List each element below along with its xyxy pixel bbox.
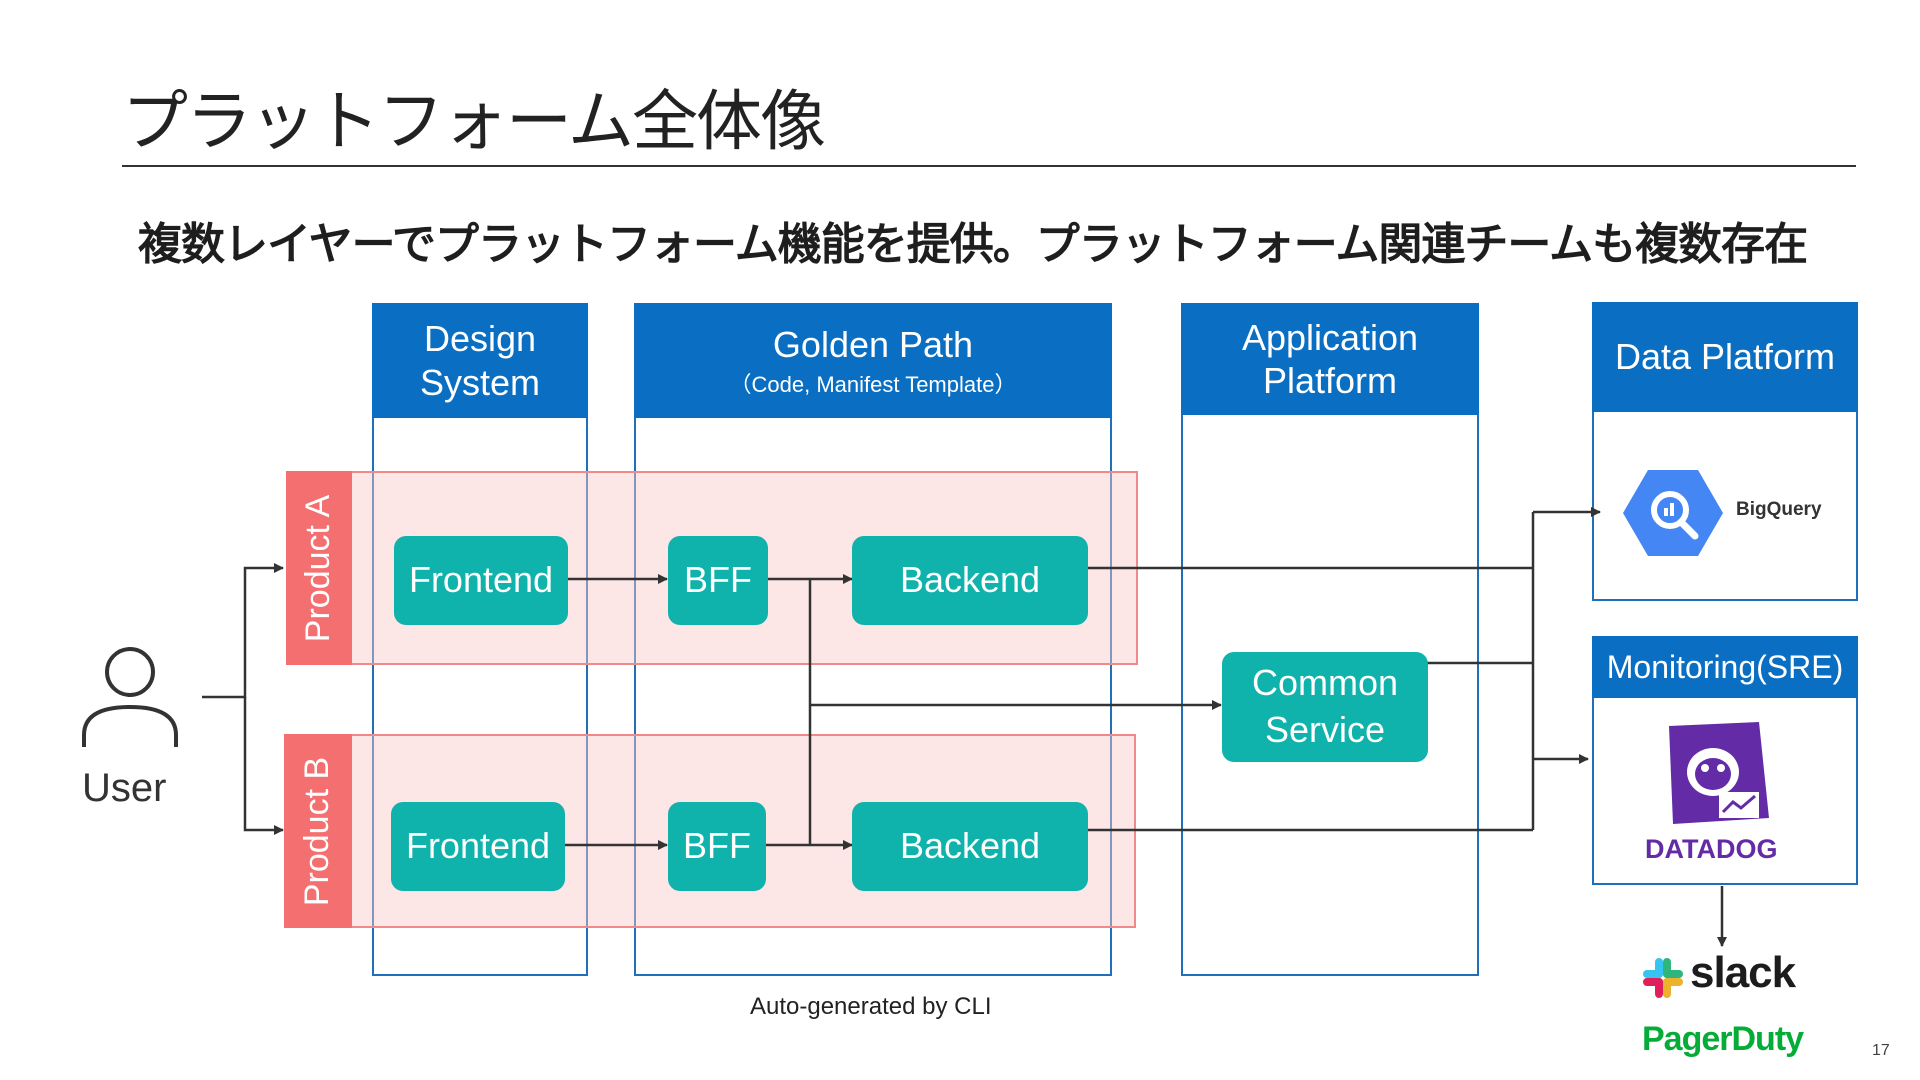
- title-divider: [122, 165, 1856, 167]
- edge-user-split: [202, 563, 284, 699]
- auto-generated-caption: Auto-generated by CLI: [750, 993, 992, 1020]
- product-b-frontend: Frontend: [391, 802, 565, 891]
- product-b-bff: BFF: [668, 802, 766, 891]
- column-header-data-platform: Data Platform: [1592, 302, 1858, 412]
- datadog-label: DATADOG: [1645, 834, 1778, 864]
- column-header-golden-path: Golden Path （Code, Manifest Template）: [634, 303, 1112, 418]
- edge-user-product-b: [243, 697, 284, 835]
- page-subtitle: 複数レイヤーでプラットフォーム機能を提供。プラットフォーム関連チームも複数存在: [138, 219, 1808, 270]
- user-icon: [82, 647, 178, 747]
- common-service-line1: Common: [1251, 662, 1399, 704]
- pagerduty-label: PagerDuty: [1642, 1020, 1804, 1058]
- column-header-application-platform: Application Platform: [1181, 303, 1479, 415]
- page-number: 17: [1872, 1042, 1890, 1059]
- column-header-monitoring: Monitoring(SRE): [1592, 636, 1858, 698]
- column-application-platform: [1181, 303, 1479, 976]
- product-a-label-box: Product A: [286, 471, 352, 665]
- page-title: プラットフォーム全体像: [122, 83, 826, 160]
- column-title-app-line2: Platform: [1262, 360, 1398, 401]
- datadog-icon: [1669, 722, 1769, 824]
- bigquery-label: BigQuery: [1736, 499, 1822, 520]
- product-a-backend: Backend: [852, 536, 1088, 625]
- bigquery-icon: [1623, 470, 1723, 556]
- column-title-golden-path: Golden Path: [772, 323, 974, 365]
- column-title-data-platform: Data Platform: [1614, 336, 1836, 378]
- column-title-app-line1: Application: [1241, 316, 1419, 358]
- column-title-monitoring: Monitoring(SRE): [1606, 648, 1844, 685]
- product-b-label-box: Product B: [284, 734, 352, 928]
- product-b-backend: Backend: [852, 802, 1088, 891]
- user-label: User: [82, 766, 167, 810]
- column-header-design-system: Design System: [372, 303, 588, 418]
- product-a-bff: BFF: [668, 536, 768, 625]
- column-title-design-line1: Design: [423, 318, 537, 360]
- common-service: Common Service: [1222, 652, 1428, 762]
- column-subtitle-golden-path: （Code, Manifest Template）: [729, 371, 1017, 397]
- column-title-design-line2: System: [419, 361, 541, 403]
- slack-icon: [1643, 958, 1683, 998]
- slack-label: slack: [1690, 948, 1796, 997]
- product-a-frontend: Frontend: [394, 536, 568, 625]
- common-service-line2: Service: [1264, 709, 1386, 750]
